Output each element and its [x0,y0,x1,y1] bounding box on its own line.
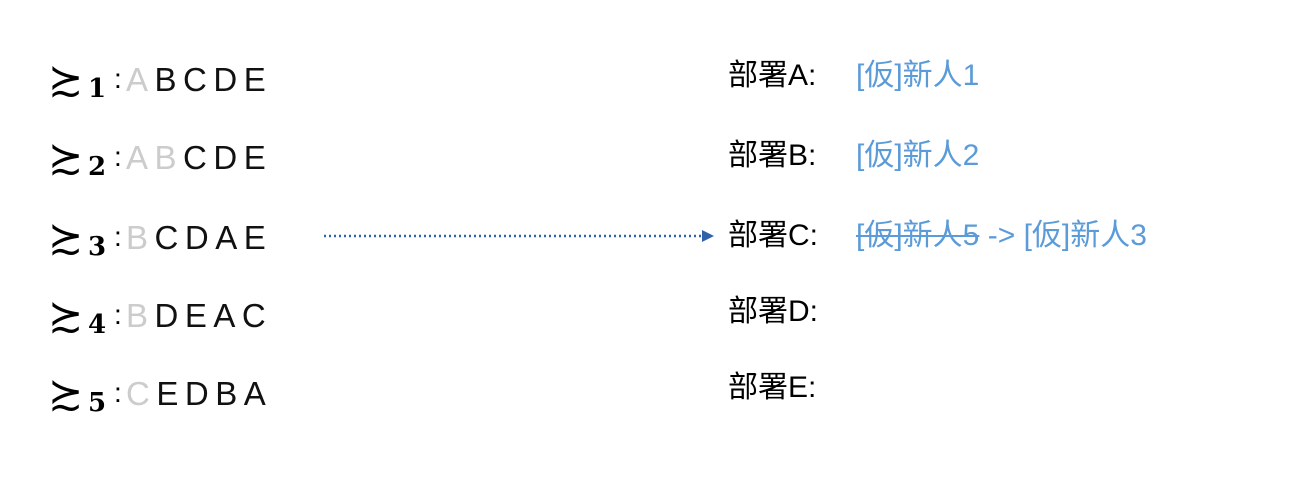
succsim-symbol: ≿ [48,369,84,418]
rank-item: A [243,375,267,412]
colon: : [114,63,122,94]
subscript-index: 2 [88,152,107,182]
preference-list: A B C D E [126,138,266,178]
rank-item: D [213,61,238,98]
rank-item: E [156,375,179,412]
excluded-item: B [126,297,149,334]
transition-arrow: -> [987,219,1016,252]
department-label: 部署A: [728,59,817,92]
arrow-head-icon [702,230,714,242]
department-row-a: 部署A: [728,54,854,98]
rank-item: E [243,219,267,256]
department-row-b: 部署B: [728,134,854,178]
excluded-item: B [154,139,178,176]
rank-item: A [215,219,238,256]
preference-list: A B C D E [126,60,266,100]
assigned-newcomer: [仮]新人3 [1023,219,1147,252]
department-row-e: 部署E: [728,366,854,410]
preference-symbol: ≿ 2 : [48,133,122,183]
department-row-c: 部署C: [728,214,854,258]
preference-list: C E D B A [126,374,266,414]
rank-item: C [154,219,179,256]
rank-item: C [241,297,267,334]
rank-item: A [213,297,236,334]
assigned-newcomer: [仮]新人1 [856,59,980,92]
rank-item: B [215,375,238,412]
assignment-a: [仮]新人1 [856,54,979,98]
subscript-index: 5 [88,388,107,418]
department-label: 部署D: [728,295,818,328]
succsim-symbol: ≿ [48,55,84,104]
preference-row-1: ≿ 1 : A B C D E [48,55,266,105]
preference-row-2: ≿ 2 : A B C D E [48,133,266,183]
excluded-item: A [126,61,149,98]
succsim-symbol: ≿ [48,291,84,340]
assignment-c: [仮]新人5 -> [仮]新人3 [856,214,1147,258]
rank-item: D [213,139,238,176]
rank-item: E [184,297,208,334]
subscript-index: 3 [88,232,107,262]
preference-row-4: ≿ 4 : B D E A C [48,291,266,341]
rank-item: E [243,61,267,98]
rejected-newcomer: [仮]新人5 [856,219,980,252]
succsim-symbol: ≿ [48,213,84,262]
colon: : [114,377,122,408]
department-row-d: 部署D: [728,290,854,334]
rank-item: D [184,219,210,256]
preference-symbol: ≿ 4 : [48,291,122,341]
preference-row-3: ≿ 3 : B C D A E [48,213,266,263]
department-label: 部署E: [728,371,817,404]
preference-list: B C D A E [126,218,266,258]
preference-symbol: ≿ 3 : [48,213,122,263]
excluded-item: B [126,219,149,256]
succsim-symbol: ≿ [48,133,84,182]
preference-row-5: ≿ 5 : C E D B A [48,369,266,419]
rank-item: D [184,375,210,412]
rank-item: C [183,61,208,98]
colon: : [114,299,122,330]
rank-item: D [154,297,179,334]
assignment-b: [仮]新人2 [856,134,979,178]
excluded-item: A [126,139,149,176]
preference-list: B D E A C [126,296,266,336]
rank-item: C [183,139,208,176]
preference-symbol: ≿ 5 : [48,369,122,419]
department-label: 部署B: [728,139,817,172]
department-label: 部署C: [728,219,818,252]
rank-item: E [243,139,267,176]
colon: : [114,221,122,252]
subscript-index: 4 [88,310,107,340]
rank-item: B [154,61,178,98]
excluded-item: C [126,375,151,412]
assigned-newcomer: [仮]新人2 [856,139,980,172]
preference-symbol: ≿ 1 : [48,55,122,105]
colon: : [114,141,122,172]
subscript-index: 1 [88,74,107,104]
